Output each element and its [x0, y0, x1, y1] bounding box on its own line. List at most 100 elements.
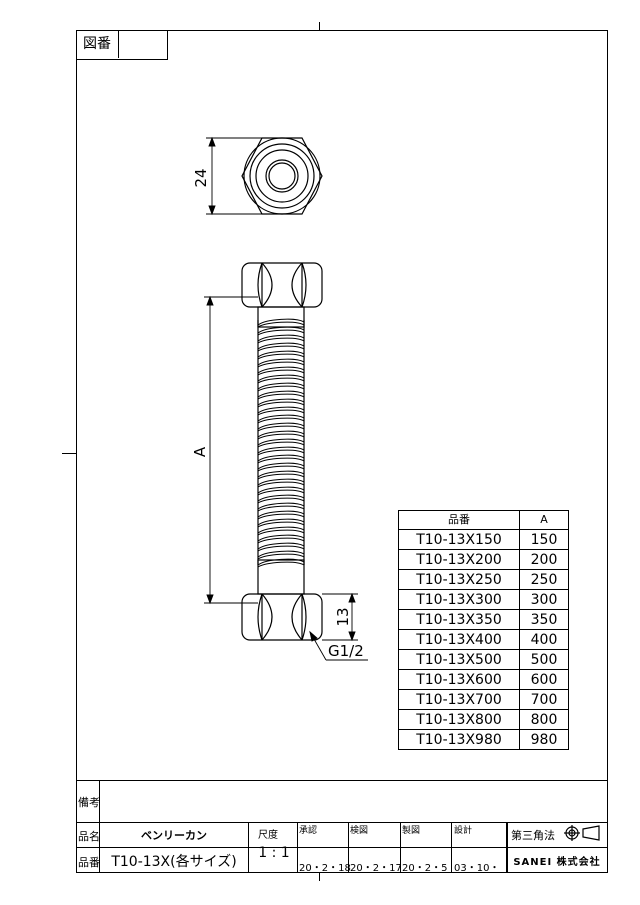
part-number-cell: T10-13X350 [398, 609, 520, 630]
corrugation-ridge [258, 430, 304, 440]
corrugation-ridge [258, 542, 304, 552]
thread-leader [309, 630, 368, 661]
corrugation-ridge [258, 494, 304, 504]
top-nut [241, 262, 323, 308]
approved-label: 承認 [299, 826, 318, 836]
hex-nut-end-view [241, 137, 323, 215]
corrugation-ridge [258, 334, 304, 344]
part-number-cell: T10-13X980 [398, 729, 520, 750]
name-label: 品名 [78, 830, 100, 843]
length-cell: 200 [519, 549, 569, 570]
part-number-cell: T10-13X700 [398, 689, 520, 710]
part-number-cell: T10-13X800 [398, 709, 520, 730]
third-angle-projection-icon [564, 825, 600, 841]
partno-value: T10-13X(各サイズ) [111, 854, 237, 870]
length-cell: 400 [519, 629, 569, 650]
header-part-number: 品番 [398, 510, 520, 530]
dim-24-text: 24 [192, 168, 210, 187]
length-cell: 600 [519, 669, 569, 690]
length-cell: 980 [519, 729, 569, 750]
corrugation-ridge [258, 342, 304, 352]
corrugation-ridge [258, 382, 304, 392]
dimension-13 [322, 592, 358, 642]
corrugation-ridge [258, 358, 304, 368]
checked-date: 20・2・17 [350, 863, 402, 874]
header-length: A [519, 510, 569, 530]
corrugation-ridge [258, 534, 304, 544]
part-number-cell: T10-13X400 [398, 629, 520, 650]
corrugation-ridge [258, 510, 304, 520]
corrugation-ridge [258, 550, 304, 560]
projection-label: 第三角法 [511, 829, 555, 842]
corrugation-ridge [258, 478, 304, 488]
corrugation-ridge [258, 326, 304, 336]
drawing-number-box: 図番 [76, 30, 168, 60]
corrugation-ridge [258, 486, 304, 496]
dim-a-text: A [191, 446, 209, 457]
part-number-cell: T10-13X300 [398, 589, 520, 610]
corrugation-ridge [258, 390, 304, 400]
corrugation-ridge [258, 414, 304, 424]
remarks-label: 備考 [78, 796, 100, 809]
length-cell: 800 [519, 709, 569, 730]
corrugation-ridge [258, 454, 304, 464]
corrugation-ridge [258, 406, 304, 416]
dimension-a [204, 295, 258, 605]
drawing-frame [76, 30, 608, 873]
design-date: 03・10・ [454, 863, 500, 874]
drawn-date: 20・2・5 [402, 863, 448, 874]
approved-date: 20・2・18 [299, 863, 351, 874]
drawn-label: 製図 [402, 826, 421, 836]
length-cell: 500 [519, 649, 569, 670]
scale-value: 1 : 1 [258, 845, 290, 861]
corrugation-ridge [258, 518, 304, 528]
corrugation-ridge [258, 374, 304, 384]
bottom-nut [241, 593, 323, 641]
corrugation-ridge [258, 558, 304, 568]
length-cell: 250 [519, 569, 569, 590]
corrugated-tube [257, 318, 305, 568]
corrugation-ridge [258, 350, 304, 360]
part-number-cell: T10-13X250 [398, 569, 520, 590]
design-label: 設計 [454, 826, 473, 836]
scale-label: 尺度 [258, 830, 278, 841]
corrugation-ridge [258, 470, 304, 480]
corrugation-ridge [258, 422, 304, 432]
center-mark-bottom [319, 873, 320, 881]
drawing-number-label: 図番 [76, 30, 119, 58]
name-value: ベンリーカン [141, 829, 207, 842]
corrugation-ridge [258, 366, 304, 376]
corrugation-ridge [258, 462, 304, 472]
corrugation-ridge [258, 526, 304, 536]
dimension-24 [206, 136, 262, 216]
dim-13-text: 13 [334, 607, 352, 626]
center-mark-left [62, 453, 76, 454]
part-number-cell: T10-13X150 [398, 529, 520, 550]
length-cell: 350 [519, 609, 569, 630]
corrugation-ridge [258, 446, 304, 456]
partno-label: 品番 [78, 856, 100, 869]
corrugation-ridge [258, 438, 304, 448]
company-name: SANEI 株式会社 [513, 857, 601, 868]
thread-text: G1/2 [328, 642, 364, 660]
corrugation-ridge [258, 398, 304, 408]
checked-label: 検図 [350, 826, 369, 836]
length-cell: 300 [519, 589, 569, 610]
corrugation-ridge [258, 318, 304, 328]
length-cell: 150 [519, 529, 569, 550]
part-number-cell: T10-13X500 [398, 649, 520, 670]
length-cell: 700 [519, 689, 569, 710]
center-mark-top [319, 22, 320, 30]
